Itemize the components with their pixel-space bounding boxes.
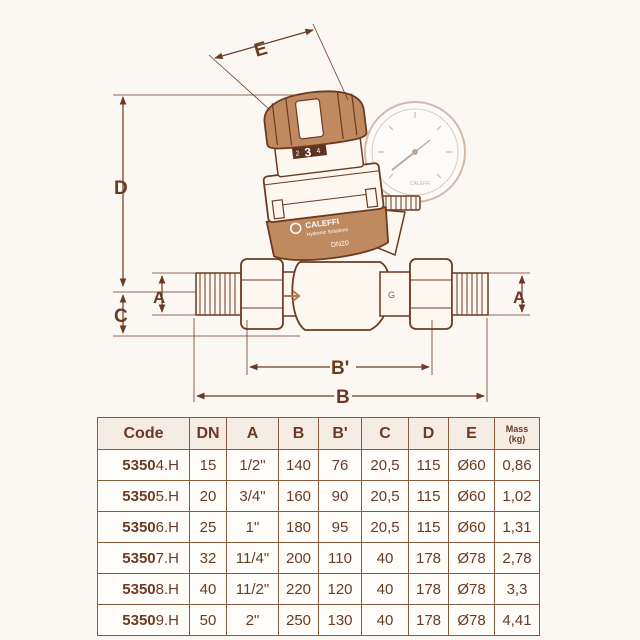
cell-b-prime: 120 xyxy=(318,573,362,605)
pressure-gauge: CALEFFI xyxy=(364,101,466,203)
cell-e: Ø78 xyxy=(448,604,495,636)
header-e: E xyxy=(448,417,495,450)
cell-dn: 15 xyxy=(189,449,227,481)
spec-table: Code DN A B B' C D E Mass(kg) 53504.H 15… xyxy=(97,417,540,636)
cell-b: 220 xyxy=(278,573,319,605)
cell-a: 2" xyxy=(226,604,279,636)
table-row: 53509.H 50 2" 250 130 40 178 Ø78 4,41 xyxy=(97,604,540,636)
dim-label-c: C xyxy=(114,306,128,327)
table-header-row: Code DN A B B' C D E Mass(kg) xyxy=(97,417,540,450)
header-dn: DN xyxy=(189,417,227,450)
cell-mass: 3,3 xyxy=(494,573,540,605)
cell-b: 160 xyxy=(278,480,319,512)
size-marking: DN20 xyxy=(331,240,350,249)
knob-setting-mark: 3 xyxy=(304,145,313,160)
dim-label-b: B xyxy=(336,387,350,405)
cell-a: 11/4" xyxy=(226,542,279,574)
header-b-prime: B' xyxy=(318,417,362,450)
brand-logo-text: CALEFFI xyxy=(305,217,340,230)
valve-body: G xyxy=(195,258,489,331)
cell-b: 250 xyxy=(278,604,319,636)
cell-a: 1" xyxy=(226,511,279,543)
cell-e: Ø60 xyxy=(448,480,495,512)
cell-a: 3/4" xyxy=(226,480,279,512)
cell-d: 178 xyxy=(408,604,449,636)
cell-dn: 50 xyxy=(189,604,227,636)
cell-c: 40 xyxy=(361,604,409,636)
dim-label-a-right: A xyxy=(513,288,525,307)
table-row: 53505.H 20 3/4" 160 90 20,5 115 Ø60 1,02 xyxy=(97,480,540,512)
cell-mass: 2,78 xyxy=(494,542,540,574)
cell-code: 53507.H xyxy=(97,542,190,574)
header-c: C xyxy=(361,417,409,450)
header-mass-line1: Mass xyxy=(505,423,529,434)
cell-mass: 0,86 xyxy=(494,449,540,481)
dim-label-e: E xyxy=(252,38,270,62)
knob-min-mark: 2 xyxy=(295,150,300,157)
svg-text:G: G xyxy=(388,290,395,300)
table-row: 53506.H 25 1" 180 95 20,5 115 Ø60 1,31 xyxy=(97,511,540,543)
cell-c: 40 xyxy=(361,573,409,605)
cell-b: 200 xyxy=(278,542,319,574)
cell-c: 20,5 xyxy=(361,449,409,481)
dimension-a-left: A xyxy=(152,272,196,316)
cell-mass: 1,02 xyxy=(494,480,540,512)
cell-c: 20,5 xyxy=(361,511,409,543)
cell-code: 53508.H xyxy=(97,573,190,605)
valve-dimension-diagram: CALEFFI G xyxy=(113,23,530,405)
table-row: 53508.H 40 11/2" 220 120 40 178 Ø78 3,3 xyxy=(97,573,540,605)
cell-c: 40 xyxy=(361,542,409,574)
cell-mass: 1,31 xyxy=(494,511,540,543)
table-row: 53504.H 15 1/2" 140 76 20,5 115 Ø60 0,86 xyxy=(97,449,540,481)
cell-d: 178 xyxy=(408,573,449,605)
svg-text:CALEFFI: CALEFFI xyxy=(410,181,431,187)
cell-d: 178 xyxy=(408,542,449,574)
cell-e: Ø78 xyxy=(448,573,495,605)
cell-e: Ø60 xyxy=(448,511,495,543)
dimension-e: E xyxy=(208,23,349,111)
cell-e: Ø78 xyxy=(448,542,495,574)
dimension-b: B xyxy=(193,318,488,405)
cell-b-prime: 130 xyxy=(318,604,362,636)
cell-code: 53505.H xyxy=(97,480,190,512)
cell-d: 115 xyxy=(408,449,449,481)
cell-d: 115 xyxy=(408,480,449,512)
header-a: A xyxy=(226,417,279,450)
cell-e: Ø60 xyxy=(448,449,495,481)
cell-code: 53506.H xyxy=(97,511,190,543)
dimension-a-right: A xyxy=(488,272,530,316)
dimension-d: D xyxy=(113,94,300,287)
cell-dn: 32 xyxy=(189,542,227,574)
cell-dn: 20 xyxy=(189,480,227,512)
dim-label-d: D xyxy=(114,178,128,199)
regulator-head: CALEFFI Hydronic Solutions DN20 2 3 4 xyxy=(262,90,390,261)
dimension-c: C xyxy=(113,291,300,337)
cell-b: 140 xyxy=(278,449,319,481)
cell-dn: 25 xyxy=(189,511,227,543)
cell-b-prime: 95 xyxy=(318,511,362,543)
dimension-b-prime: B' xyxy=(246,320,433,379)
table-row: 53507.H 32 11/4" 200 110 40 178 Ø78 2,78 xyxy=(97,542,540,574)
cell-b-prime: 110 xyxy=(318,542,362,574)
knob-max-mark: 4 xyxy=(316,148,321,155)
header-mass: Mass(kg) xyxy=(494,417,540,450)
cell-a: 11/2" xyxy=(226,573,279,605)
cell-a: 1/2" xyxy=(226,449,279,481)
cell-code: 53504.H xyxy=(97,449,190,481)
brand-tagline-text: Hydronic Solutions xyxy=(306,227,349,238)
cell-mass: 4,41 xyxy=(494,604,540,636)
cell-c: 20,5 xyxy=(361,480,409,512)
dim-label-b-prime: B' xyxy=(331,358,349,379)
header-d: D xyxy=(408,417,449,450)
cell-b-prime: 90 xyxy=(318,480,362,512)
header-b: B xyxy=(278,417,319,450)
cell-code: 53509.H xyxy=(97,604,190,636)
dim-label-a-left: A xyxy=(153,288,165,307)
cell-dn: 40 xyxy=(189,573,227,605)
header-mass-line2: (kg) xyxy=(508,433,526,444)
cell-b-prime: 76 xyxy=(318,449,362,481)
cell-d: 115 xyxy=(408,511,449,543)
cell-b: 180 xyxy=(278,511,319,543)
header-code: Code xyxy=(97,417,190,450)
